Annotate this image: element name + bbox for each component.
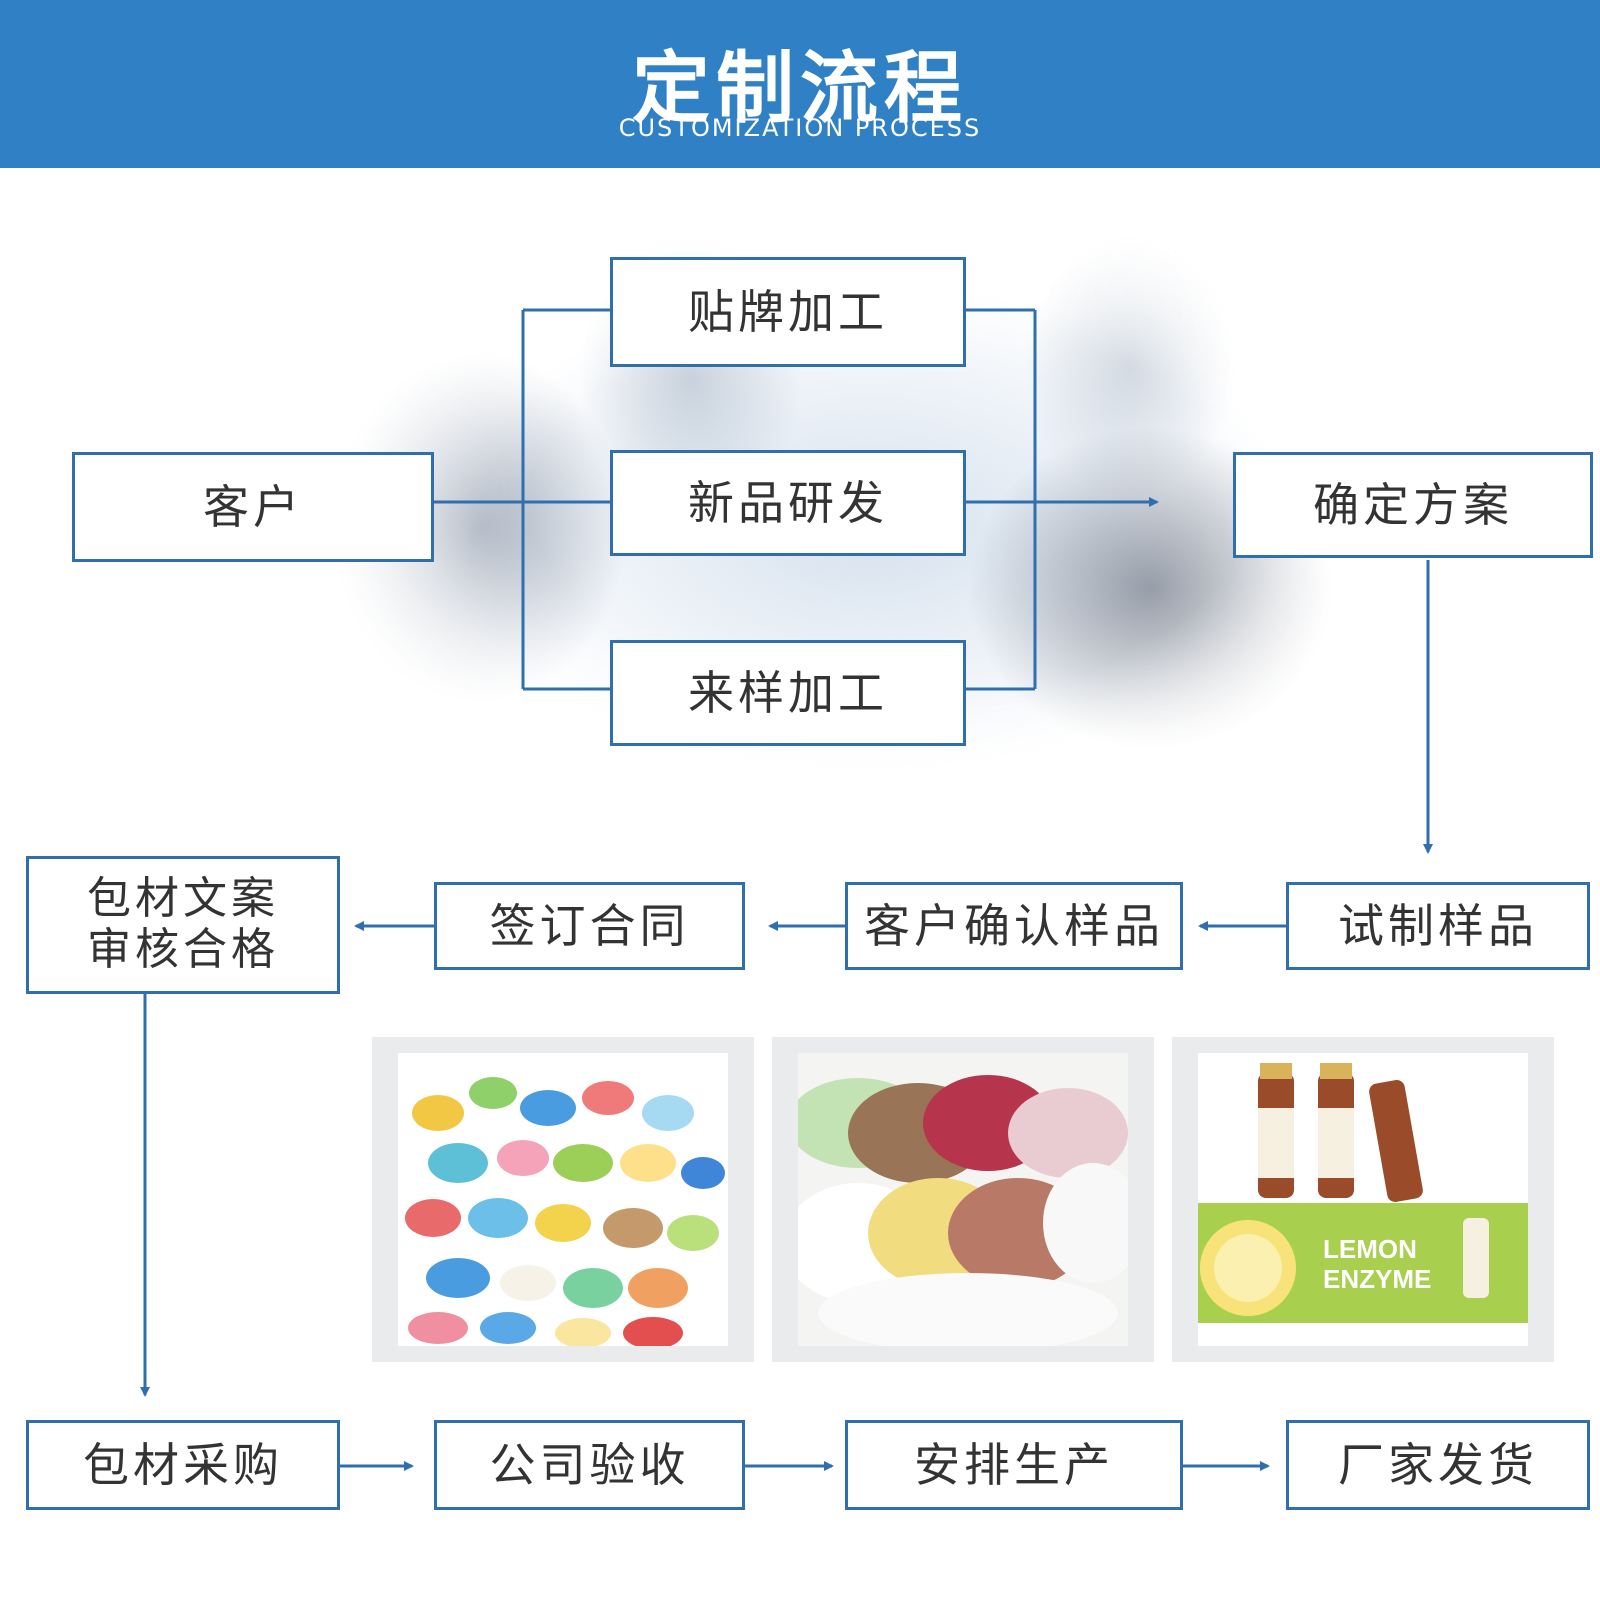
page-subtitle: CUSTOMIZATION PROCESS (618, 114, 982, 142)
page-title: 定制流程 (631, 44, 968, 134)
box-confirm-plan: 确定方案 (1233, 452, 1593, 558)
photo-tablets (372, 1037, 754, 1362)
box-customer-confirm-sample: 客户确认样品 (845, 882, 1183, 970)
lemon-enzyme-illustration: LEMON ENZYME (1198, 1063, 1528, 1323)
photo-lemon-enzyme-product: LEMON ENZYME (1172, 1037, 1554, 1362)
box-packaging-review: 包材文案 审核合格 (26, 856, 340, 994)
photo-powders (772, 1037, 1154, 1362)
box-oem-processing: 贴牌加工 (610, 257, 966, 367)
tablets-illustration (405, 1077, 725, 1346)
header-banner: 定制流程 CUSTOMIZATION PROCESS (0, 0, 1600, 168)
box-packaging-purchase: 包材采购 (26, 1420, 340, 1510)
box-sample-processing: 来样加工 (610, 640, 966, 746)
box-factory-delivery: 厂家发货 (1286, 1420, 1590, 1510)
box-company-inspection: 公司验收 (434, 1420, 745, 1510)
product-text-enzyme: ENZYME (1323, 1264, 1431, 1294)
box-customer: 客户 (72, 452, 434, 562)
box-trial-sample: 试制样品 (1286, 882, 1590, 970)
packaging-review-line-1: 包材文案 (87, 873, 279, 925)
box-sign-contract: 签订合同 (434, 882, 745, 970)
powders-illustration (798, 1053, 1128, 1346)
box-new-product-rd: 新品研发 (610, 450, 966, 556)
packaging-review-line-2: 审核合格 (87, 924, 279, 975)
box-arrange-production: 安排生产 (845, 1420, 1183, 1510)
product-text-lemon: LEMON (1323, 1234, 1417, 1264)
